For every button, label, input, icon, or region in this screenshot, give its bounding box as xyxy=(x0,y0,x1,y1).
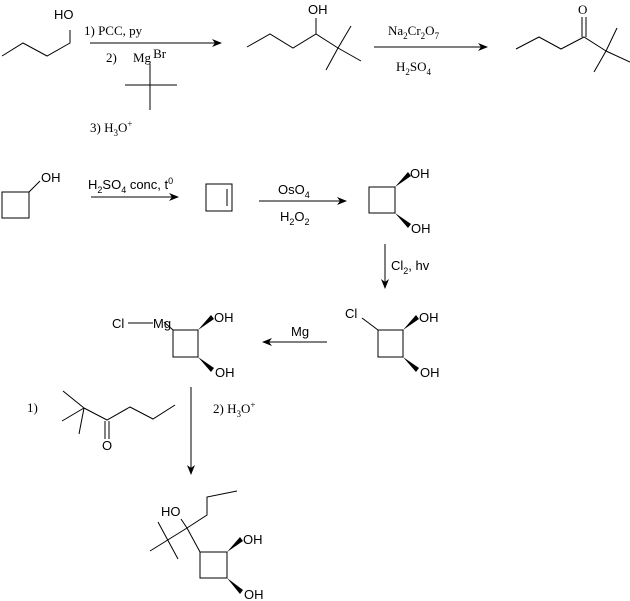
reagent-sulfuric-acid: H2SO4 xyxy=(396,59,432,77)
ketone-product-structure: O xyxy=(515,2,630,73)
carbonyl-label: O xyxy=(102,438,112,453)
reagent-magnesium: Mg xyxy=(291,324,309,339)
hydroxyl-label: OH xyxy=(243,532,263,547)
hydroxyl-label: OH xyxy=(41,170,61,185)
reagent-hydronium: 2) H3O+ xyxy=(213,400,255,419)
reaction-arrow-5: Cl2, hv xyxy=(381,244,430,289)
chlorine-label: Cl xyxy=(345,306,357,321)
hydroxyl-label: HO xyxy=(54,7,74,22)
hydroxyl-label: OH xyxy=(215,365,235,380)
cyclobutanol-structure: OH xyxy=(1,170,61,219)
chlorodiol-structure: Cl OH OH xyxy=(345,306,440,380)
hydroxyl-label: OH xyxy=(308,2,328,17)
reagent-osmium-tetroxide: OsO4 xyxy=(278,182,310,200)
reagent-conc-sulfuric: H2SO4 conc, t0 xyxy=(88,176,173,195)
reaction-arrow-4: OsO4 H2O2 xyxy=(259,182,347,227)
reaction-arrow-3: H2SO4 conc, t0 xyxy=(88,176,179,201)
diol-structure: OH OH xyxy=(368,166,431,236)
chlorine-label: Cl xyxy=(112,316,124,331)
hydroxyl-label: HO xyxy=(161,504,181,519)
hydroxyl-label: OH xyxy=(419,310,439,325)
reaction-arrow-2: Na2Cr2O7 H2SO4 xyxy=(374,23,488,77)
carbonyl-label: O xyxy=(578,2,587,17)
reaction-arrow-6: Mg xyxy=(262,324,327,346)
reaction-arrow-7: 1) O 2) H3O+ xyxy=(27,387,255,475)
reagent-pcc: 1) PCC, py xyxy=(84,23,143,38)
cyclobutene-structure xyxy=(205,183,233,212)
alcohol-product-structure: OH xyxy=(246,2,362,71)
hydroxyl-label: OH xyxy=(411,221,431,236)
hydroxyl-label: OH xyxy=(410,166,430,181)
magnesium-label: Mg xyxy=(153,316,171,331)
final-product-structure: OH OH HO xyxy=(149,490,264,601)
step-number: 1) xyxy=(27,400,38,415)
grignard-diol-structure: Cl Mg OH OH xyxy=(112,310,235,380)
hydroxyl-label: OH xyxy=(420,365,440,380)
step-number: 2) xyxy=(106,50,117,65)
butanol-structure: HO xyxy=(1,7,74,57)
reagent-dichromate: Na2Cr2O7 xyxy=(388,23,440,41)
ketone-reagent-structure: O xyxy=(61,390,176,453)
hydroxyl-label: OH xyxy=(214,310,234,325)
reagent-hydrogen-peroxide: H2O2 xyxy=(280,209,310,227)
reagent-chlorine-light: Cl2, hv xyxy=(391,258,430,276)
reagent-hydronium: 3) H3O+ xyxy=(90,119,132,138)
hydroxyl-label: OH xyxy=(244,587,264,601)
